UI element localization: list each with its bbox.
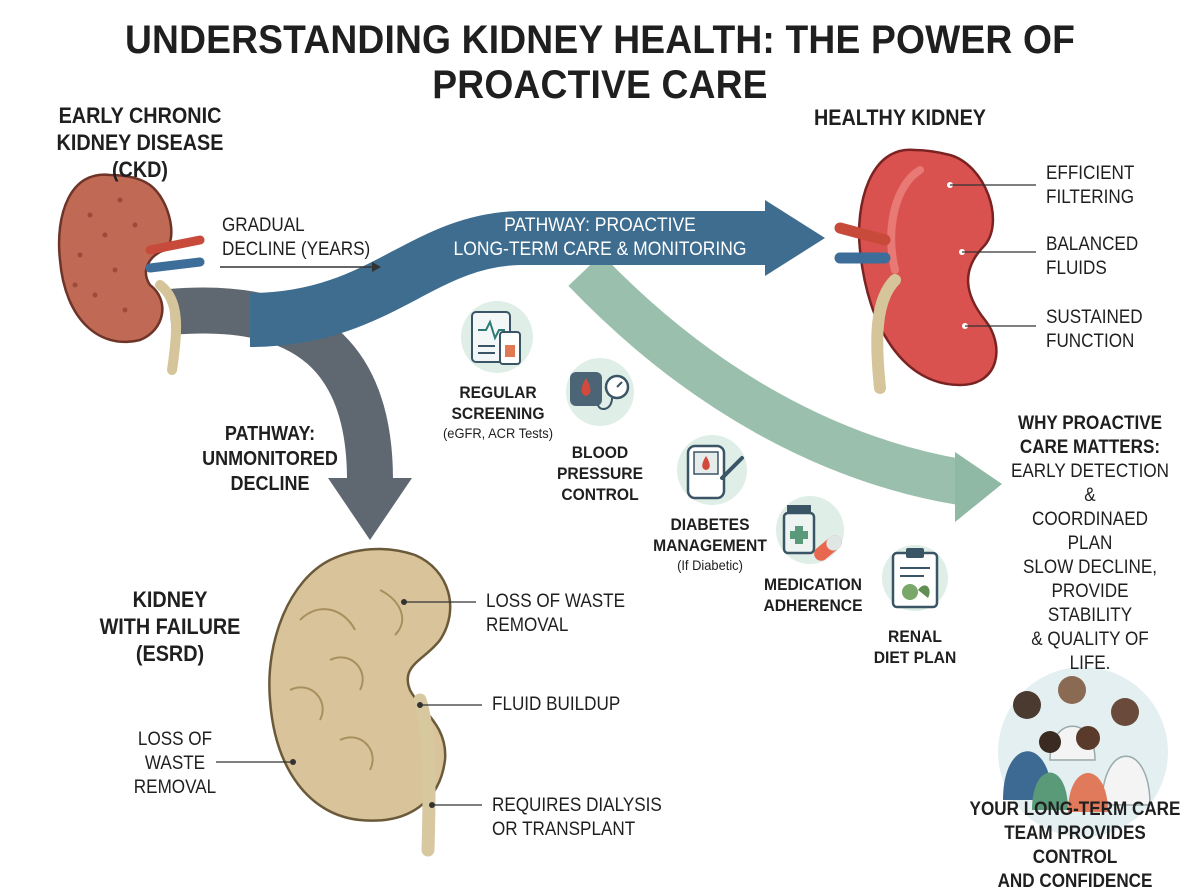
failure-title-line1: KIDNEY xyxy=(132,587,208,612)
care-team-caption: YOUR LONG-TERM CARE TEAM PROVIDES CONTRO… xyxy=(950,798,1200,894)
green-outcome-arrow xyxy=(568,254,1002,522)
healthy-label-2-line2: FLUIDS xyxy=(1046,258,1107,279)
healthy-label-2-line1: BALANCED xyxy=(1046,234,1139,255)
ckd-title-line2: KIDNEY DISEASE (CKD) xyxy=(56,130,224,182)
team-line1: YOUR LONG-TERM CARE xyxy=(969,799,1181,820)
unmonitored-arrow xyxy=(168,287,412,540)
decline-label: GRADUAL DECLINE (YEARS) xyxy=(222,214,370,262)
medication-icon xyxy=(776,496,844,564)
failure-left-line1: LOSS OF xyxy=(137,729,213,750)
care-team-icon xyxy=(998,667,1168,837)
failure-label-3-line2: OR TRANSPLANT xyxy=(492,819,636,840)
failure-label-1-line2: REMOVAL xyxy=(486,615,569,636)
proactive-line2: LONG-TERM CARE & MONITORING xyxy=(453,239,747,260)
healthy-label-3-line2: FUNCTION xyxy=(1046,331,1135,352)
diabetes-sub: (If Diabetic) xyxy=(677,557,743,573)
healthy-label-3-line1: SUSTAINED xyxy=(1046,307,1143,328)
proactive-arrow xyxy=(249,200,825,347)
medication-line2: ADHERENCE xyxy=(763,596,863,615)
kidney-early-icon xyxy=(57,173,205,375)
unmonitored-line3: DECLINE xyxy=(230,473,310,495)
why-line-1: EARLY DETECTION & xyxy=(1010,461,1170,506)
why-proactive-box: WHY PROACTIVE CARE MATTERS: EARLY DETECT… xyxy=(1000,412,1180,676)
failure-left-label: LOSS OF WASTE REMOVAL xyxy=(117,728,234,800)
step-diabetes: DIABETES MANAGEMENT (If Diabetic) xyxy=(640,514,780,574)
screening-icon xyxy=(461,301,533,373)
why-title-line1: WHY PROACTIVE xyxy=(1017,413,1163,434)
screening-sub: (eGFR, ACR Tests) xyxy=(443,425,553,441)
decline-small-arrow xyxy=(220,262,381,272)
failure-label-1-line1: LOSS OF WASTE xyxy=(486,591,626,612)
diet-plan-icon xyxy=(882,545,948,611)
failure-label-waste: LOSS OF WASTE REMOVAL xyxy=(486,590,625,638)
step-blood-pressure: BLOOD PRESSURE CONTROL xyxy=(540,442,660,505)
failure-left-line3: REMOVAL xyxy=(133,777,217,798)
glucose-meter-icon xyxy=(677,435,747,505)
ckd-title-line1: EARLY CHRONIC xyxy=(58,103,222,128)
bp-line2: PRESSURE xyxy=(556,464,644,483)
bp-line1: BLOOD xyxy=(571,443,629,462)
why-line-2: COORDINAED PLAN xyxy=(1032,509,1148,554)
medication-line1: MEDICATION xyxy=(764,575,862,594)
ckd-title: EARLY CHRONIC KIDNEY DISEASE (CKD) xyxy=(32,102,248,183)
healthy-label-fluids: BALANCED FLUIDS xyxy=(1046,233,1138,281)
diet-line1: RENAL xyxy=(888,627,942,646)
failure-title: KIDNEY WITH FAILURE (ESRD) xyxy=(80,586,260,667)
step-medication: MEDICATION ADHERENCE xyxy=(748,574,878,616)
proactive-pathway-label: PATHWAY: PROACTIVE LONG-TERM CARE & MONI… xyxy=(453,214,747,262)
healthy-label-1-line1: EFFICIENT xyxy=(1046,163,1135,184)
unmonitored-line1: PATHWAY: xyxy=(224,423,316,445)
step-diet: RENAL DIET PLAN xyxy=(860,626,970,668)
unmonitored-pathway-label: PATHWAY: UNMONITORED DECLINE xyxy=(180,422,360,497)
kidney-healthy-icon xyxy=(834,148,1036,394)
screening-line1: REGULAR xyxy=(459,383,537,402)
team-line3: AND CONFIDENCE xyxy=(997,871,1153,892)
healthy-label-1-line2: FILTERING xyxy=(1046,187,1135,208)
kidney-failure-icon xyxy=(216,547,482,857)
healthy-title: HEALTHY KIDNEY xyxy=(814,105,986,130)
why-line-3: SLOW DECLINE, xyxy=(1023,557,1157,578)
why-title-line2: CARE MATTERS: xyxy=(1019,437,1161,458)
failure-label-3-line1: REQUIRES DIALYSIS xyxy=(492,795,662,816)
failure-title-line2: WITH FAILURE xyxy=(99,614,241,639)
step-screening: REGULAR SCREENING (eGFR, ACR Tests) xyxy=(418,382,578,442)
why-line-5: & QUALITY OF LIFE. xyxy=(1031,629,1149,674)
failure-title-line3: (ESRD) xyxy=(135,641,205,666)
diabetes-line1: DIABETES xyxy=(670,515,750,534)
healthy-label-function: SUSTAINED FUNCTION xyxy=(1046,306,1143,354)
failure-left-line2: WASTE xyxy=(144,753,206,774)
failure-label-fluid: FLUID BUILDUP xyxy=(492,693,620,717)
team-line2: TEAM PROVIDES CONTROL xyxy=(1004,823,1146,868)
diabetes-line2: MANAGEMENT xyxy=(653,536,767,555)
why-line-4: PROVIDE STABILITY xyxy=(1047,581,1133,626)
proactive-line1: PATHWAY: PROACTIVE xyxy=(504,215,696,236)
failure-label-2-line1: FLUID BUILDUP xyxy=(492,694,621,715)
healthy-label-filtering: EFFICIENT FILTERING xyxy=(1046,162,1134,210)
bp-line3: CONTROL xyxy=(561,485,639,504)
unmonitored-line2: UNMONITORED xyxy=(202,448,338,470)
screening-line2: SCREENING xyxy=(451,404,545,423)
decline-line1: GRADUAL xyxy=(222,215,305,236)
blood-pressure-icon xyxy=(566,358,634,426)
diet-line2: DIET PLAN xyxy=(873,648,957,667)
decline-line2: DECLINE (YEARS) xyxy=(222,239,371,260)
failure-label-dialysis: REQUIRES DIALYSIS OR TRANSPLANT xyxy=(492,794,662,842)
page-title: UNDERSTANDING KIDNEY HEALTH: THE POWER O… xyxy=(124,18,1076,107)
